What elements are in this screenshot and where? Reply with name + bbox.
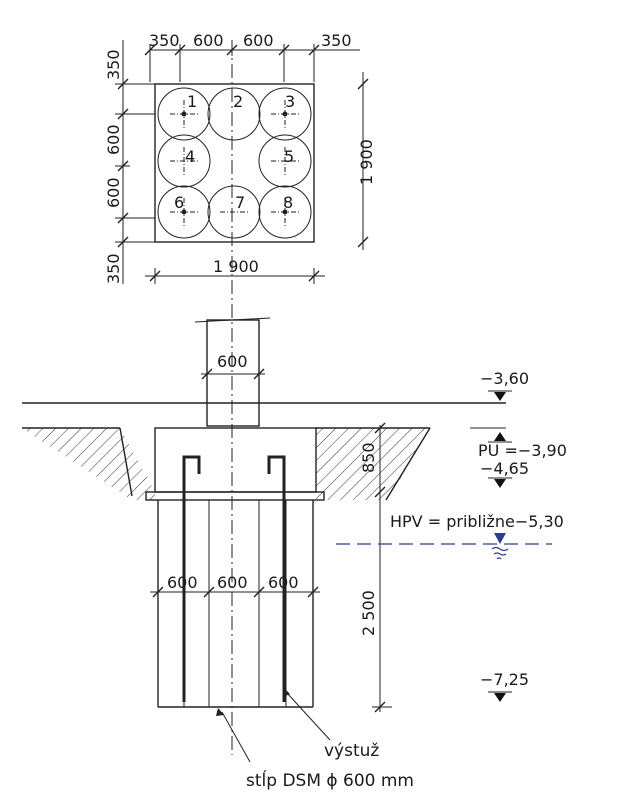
plan-dim-left-1: 350 [104, 49, 123, 80]
levelling-slab [145, 491, 325, 501]
level-pu: PU =−3,90 [470, 427, 567, 460]
plan-pile-number-5: 5 [284, 147, 294, 166]
water-level-icon [494, 533, 506, 544]
pile-width-dimension: 600 600 600 [150, 573, 320, 598]
plan-dim-top-2: 600 [193, 31, 224, 50]
excavation-hatch-right [316, 428, 430, 500]
level-ground: −3,60 [480, 369, 529, 401]
plan-pile-3: 3 [258, 87, 312, 141]
plan-right-dimension: 1 900 [357, 72, 376, 250]
plan-dim-left-3: 600 [104, 177, 123, 208]
plan-view: 350 600 600 350 350 600 600 350 [104, 31, 376, 755]
column: 600 [194, 317, 271, 427]
plan-pile-8: 8 [258, 185, 312, 239]
plan-pile-7: 7 [207, 185, 261, 239]
plan-pile-6: 6 [157, 185, 211, 239]
section-pile-cap [154, 427, 317, 493]
level-pile-toe-label: −7,25 [480, 670, 529, 689]
plan-pile-number-4: 4 [185, 147, 195, 166]
plan-dim-right: 1 900 [357, 139, 376, 185]
plan-pile-4: 4 [157, 134, 211, 188]
level-ground-label: −3,60 [480, 369, 529, 388]
plan-dim-left-2: 600 [104, 124, 123, 155]
plan-pile-number-8: 8 [283, 193, 293, 212]
section-view: 600 600 600 60 [22, 317, 567, 791]
pile-length-label: 2 500 [359, 590, 378, 636]
plan-pile-1: 1 [157, 87, 211, 141]
plan-dim-top-4: 350 [321, 31, 352, 50]
plan-pile-number-7: 7 [235, 193, 245, 212]
reinforcement-label: výstuž [324, 741, 379, 761]
plan-bottom-dimension: 1 900 [145, 257, 325, 284]
plan-pile-number-6: 6 [174, 193, 184, 212]
reinforcement-bars [182, 455, 286, 702]
plan-left-dimension: 350 600 600 350 [104, 40, 155, 284]
plan-pile-number-1: 1 [187, 92, 197, 111]
level-cap-bottom: −4,65 [480, 459, 529, 488]
level-cap-bottom-label: −4,65 [480, 459, 529, 478]
plan-pile-5: 5 [258, 134, 312, 188]
water-level: HPV = približne−5,30 [336, 512, 564, 560]
plan-top-dimension: 350 600 600 350 [144, 31, 360, 82]
pile-label: stĺp DSM ϕ 600 mm [246, 769, 414, 791]
plan-pile-2: 2 [207, 87, 261, 141]
level-pile-toe: −7,25 [480, 670, 529, 702]
cap-height-label: 850 [359, 442, 378, 473]
pile-width-1: 600 [167, 573, 198, 592]
plan-piles: 1 2 3 4 5 [157, 87, 312, 239]
captions: výstuž stĺp DSM ϕ 600 mm [216, 688, 414, 791]
plan-pile-number-3: 3 [285, 92, 295, 111]
water-level-label: HPV = približne−5,30 [390, 512, 564, 531]
plan-dim-bottom: 1 900 [213, 257, 259, 276]
height-dimensions: 850 2 500 [359, 422, 392, 713]
plan-pile-number-2: 2 [233, 92, 243, 111]
plan-dim-top-3: 600 [243, 31, 274, 50]
plan-dim-top-1: 350 [149, 31, 180, 50]
plan-dim-left-4: 350 [104, 253, 123, 284]
pile-width-2: 600 [217, 573, 248, 592]
plan-pile-cap [154, 83, 315, 243]
pile-width-3: 600 [268, 573, 299, 592]
excavation-hatch-left [22, 428, 155, 500]
section-piles [157, 500, 314, 708]
column-width-label: 600 [217, 352, 248, 371]
level-pu-label: PU =−3,90 [478, 441, 567, 460]
